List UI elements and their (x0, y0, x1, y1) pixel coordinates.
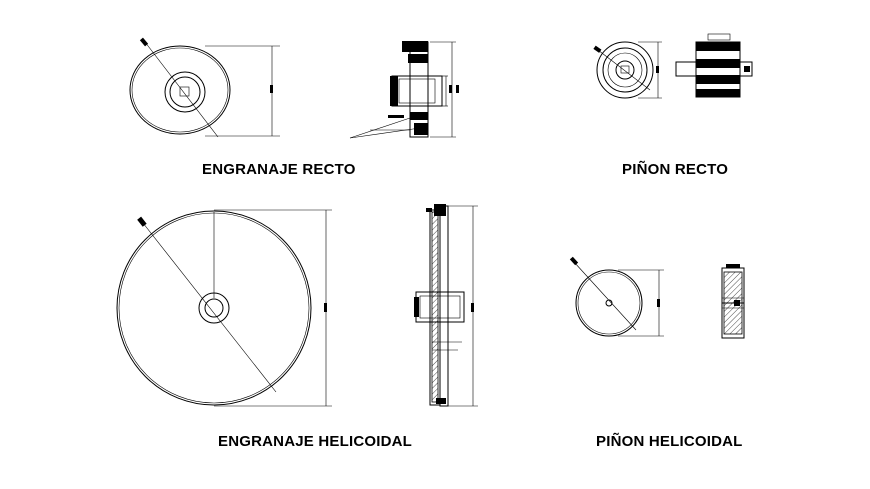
helical-gear-side-view (414, 204, 478, 407)
spur-gear-side-view (349, 41, 459, 139)
spur-pinion-side-view (675, 33, 753, 98)
helical-pinion-caption: PIÑON HELICOIDAL (596, 433, 743, 450)
helical-gear-front-view (116, 209, 332, 407)
helical-gear-caption: ENGRANAJE HELICOIDAL (218, 433, 413, 450)
helical-pinion-front-view (569, 256, 664, 337)
spur-pinion-front-view (593, 41, 662, 99)
helical-pinion-side-view (721, 264, 745, 339)
spur-gear-caption: ENGRANAJE RECTO (202, 161, 356, 178)
spur-gear-front-view (129, 37, 280, 138)
spur-pinion-caption: PIÑON RECTO (622, 161, 729, 178)
